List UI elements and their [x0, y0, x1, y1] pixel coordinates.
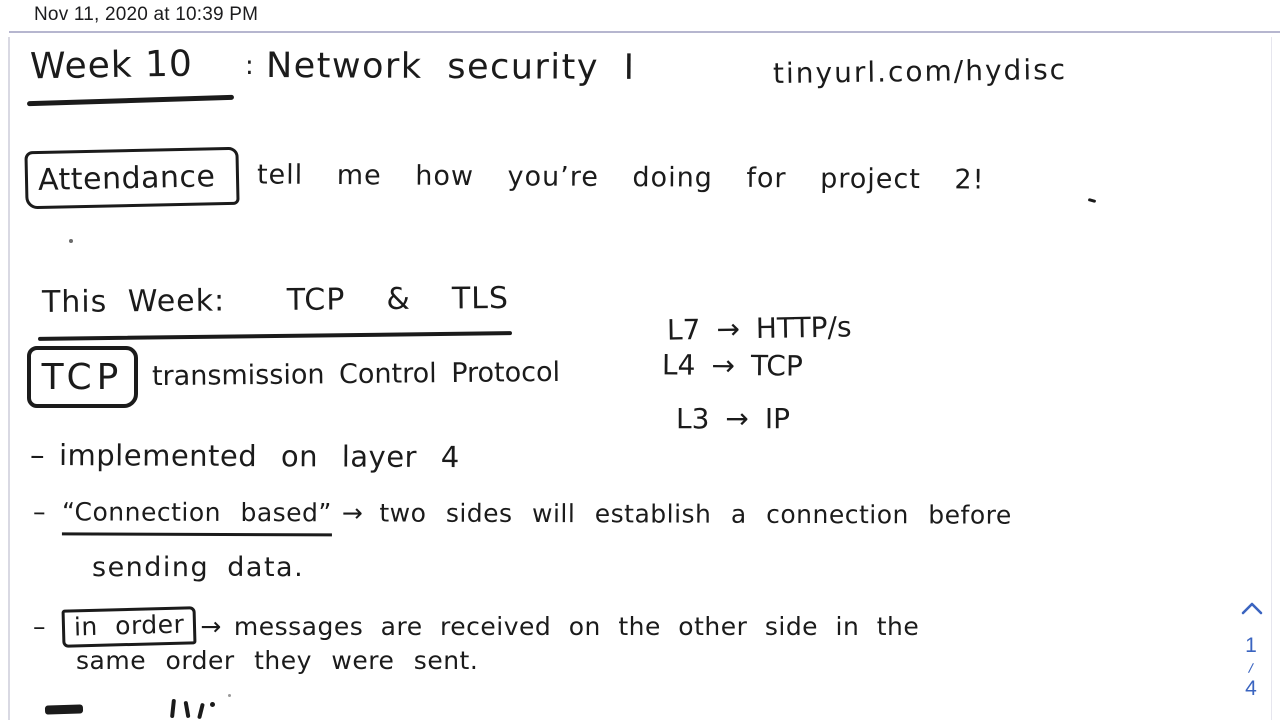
- hw-bullet-dash: –: [32, 497, 47, 527]
- hw-stray-dot: [69, 239, 73, 243]
- hw-bullet-inorder: – in order → messages are received on th…: [33, 606, 920, 648]
- hw-layer-row-l7: L7 → HTTP/s: [666, 310, 852, 347]
- page-left-edge: [8, 37, 10, 720]
- hw-partial-speck: [228, 694, 231, 697]
- hw-bullet-implemented: – implemented on layer 4: [29, 437, 460, 475]
- hw-arrow: →: [716, 312, 741, 346]
- hw-lecture-title: Network security I: [265, 46, 636, 88]
- hw-topic-underline: [37, 331, 513, 341]
- hw-bullet-inorder-cont: same order they were sent.: [76, 646, 479, 675]
- hw-arrow: →: [725, 402, 749, 435]
- current-page-number: 1: [1245, 634, 1257, 657]
- hw-connection-based-underlined: “Connection based”: [61, 497, 332, 536]
- hw-partial-stroke: [183, 700, 191, 719]
- hw-layer-proto: TCP: [750, 349, 803, 383]
- hw-arrow: →: [711, 348, 736, 383]
- total-page-number: 4: [1245, 677, 1257, 700]
- note-header-bar: Nov 11, 2020 at 10:39 PM: [0, 0, 1280, 31]
- page-navigator[interactable]: 1 / 4: [1236, 596, 1270, 708]
- hw-layer-name: L7: [666, 313, 701, 347]
- hw-topic-heading: This Week: TCP & TLS: [41, 280, 510, 321]
- hw-title-colon: :: [245, 51, 254, 81]
- hw-week-label: Week 10: [29, 43, 194, 88]
- hw-bullet-text: two sides will establish a connection be…: [379, 498, 1012, 530]
- hw-partial-stroke: [210, 702, 215, 707]
- hw-bullet-text: implemented on layer 4: [58, 438, 460, 475]
- hw-tcp-expansion: transmission Control Protocol: [151, 356, 561, 393]
- hw-arrow: →: [341, 498, 364, 528]
- hw-tick-mark: [1087, 198, 1097, 203]
- hw-layer-row-l3: L3 → IP: [676, 402, 791, 435]
- chevron-up-icon[interactable]: [1240, 600, 1264, 616]
- hw-attendance-note: tell me how you’re doing for project 2!: [256, 159, 985, 196]
- hw-partial-stroke: [197, 702, 205, 720]
- hw-bullet-dash: –: [33, 612, 46, 641]
- hw-partial-stroke: [170, 698, 176, 719]
- hw-layer-proto: HTTP/s: [755, 310, 852, 346]
- hw-layer-name: L4: [661, 348, 696, 382]
- hw-attendance-box: Attendance: [24, 146, 240, 210]
- hw-attendance-label: Attendance: [37, 158, 216, 198]
- hw-layer-proto: IP: [764, 402, 791, 435]
- page-separator-slash: /: [1247, 659, 1255, 677]
- hw-tinyurl-link: tinyurl.com/hydisc: [772, 52, 1068, 91]
- note-timestamp: Nov 11, 2020 at 10:39 PM: [34, 4, 259, 25]
- page-right-edge: [1271, 37, 1272, 720]
- hw-bullet-dash: –: [29, 437, 46, 472]
- hw-inorder-box: in order: [61, 606, 197, 648]
- hw-tcp-label: TCP: [41, 356, 124, 398]
- hw-tcp-box: TCP: [27, 346, 138, 408]
- hw-partial-stroke: [44, 704, 84, 715]
- hw-week-underline: [26, 94, 235, 107]
- hw-layer-row-l4: L4 → TCP: [661, 348, 803, 383]
- hw-layer-name: L3: [676, 402, 710, 435]
- hw-bullet-connection: – “Connection based” → two sides will es…: [32, 497, 1012, 538]
- hw-arrow: →: [200, 612, 222, 641]
- header-divider: [9, 31, 1280, 33]
- hw-bullet-connection-cont: sending data.: [92, 552, 305, 583]
- hw-bullet-text: messages are received on the other side …: [233, 612, 920, 641]
